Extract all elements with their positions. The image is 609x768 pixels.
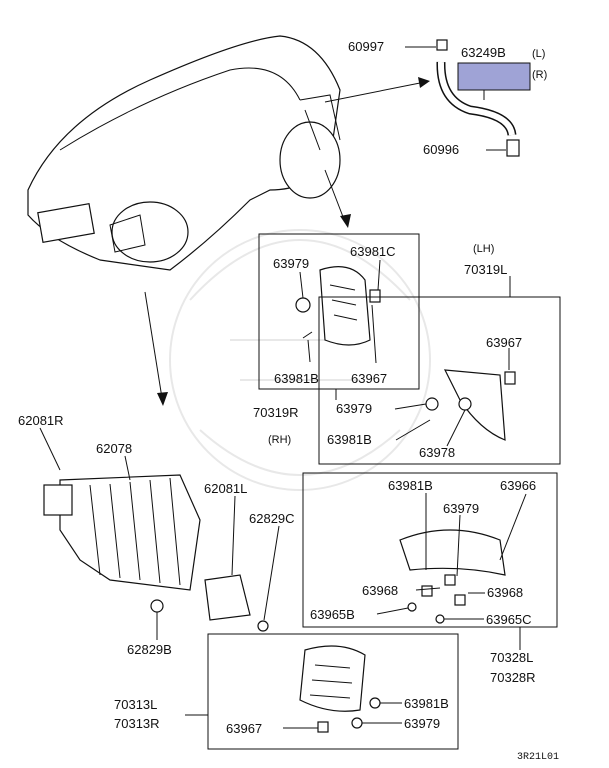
label-63981b-d: 63981B [404,696,449,711]
label-70313l: 70313L [114,697,157,712]
label-63249b: 63249B [461,45,506,60]
label-63979-a: 63979 [273,256,309,271]
label-rh: (RH) [268,434,291,446]
highlight-box [457,62,531,91]
label-63981b-b: 63981B [327,432,372,447]
label-63968-a: 63968 [362,583,398,598]
label-63967-c: 63967 [226,721,262,736]
label-70319l: 70319L [464,262,507,277]
label-62829c: 62829C [249,511,295,526]
hose-assembly [436,39,531,157]
label-63979-b: 63979 [336,401,372,416]
label-62078: 62078 [96,441,132,456]
diagram-code: 3R21L01 [517,752,559,763]
label-63965b: 63965B [310,607,355,622]
label-60997: 60997 [348,39,384,54]
label-63979-c: 63979 [443,501,479,516]
label-63981b-c: 63981B [388,478,433,493]
label-63967-b: 63967 [486,335,522,350]
car-body [27,35,341,271]
duct-assembly [43,474,269,632]
label-63968-b: 63968 [487,585,523,600]
label-63981b-a: 63981B [274,371,319,386]
lh-panel [318,296,561,465]
label-side-r: (R) [532,69,547,81]
label-lh: (LH) [473,243,494,255]
label-63979-d: 63979 [404,716,440,731]
label-63981c: 63981C [350,244,396,259]
panel-70313 [207,633,459,750]
label-63965c: 63965C [486,612,532,627]
label-70328r: 70328R [490,670,536,685]
label-70328l: 70328L [490,650,533,665]
label-62829b: 62829B [127,642,172,657]
watermark [169,229,431,491]
rh-panel [258,233,420,390]
label-62081l: 62081L [204,481,247,496]
arrows [144,77,430,406]
callout-labels: 60997 63249B (L) (R) 60996 63979 63981C … [18,39,559,763]
label-63978: 63978 [419,445,455,460]
label-70313r: 70313R [114,716,160,731]
label-63966: 63966 [500,478,536,493]
label-60996: 60996 [423,142,459,157]
label-63967-a: 63967 [351,371,387,386]
leader-lines [39,46,527,729]
label-70319r: 70319R [253,405,299,420]
label-62081r: 62081R [18,413,64,428]
panel-70328 [302,472,558,628]
label-side-l: (L) [532,48,545,60]
